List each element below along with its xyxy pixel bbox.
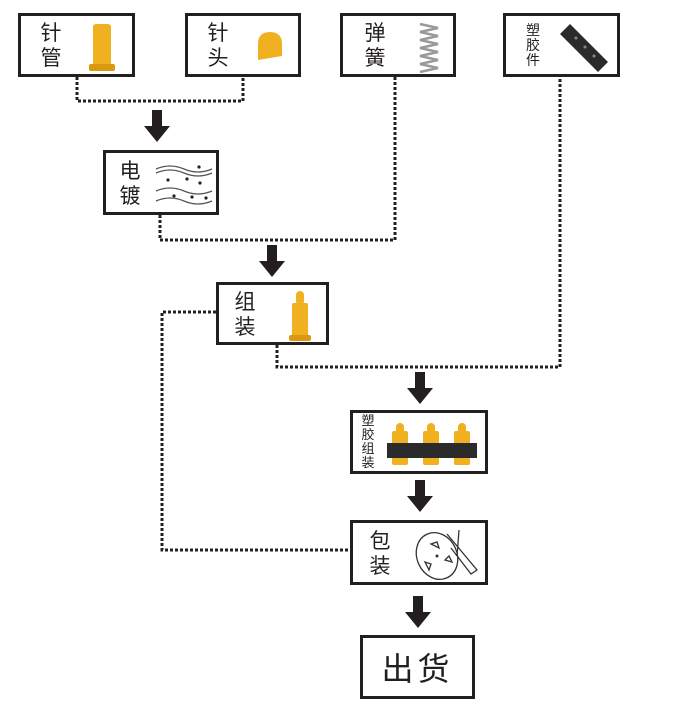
node-label: 塑胶件 <box>526 23 540 69</box>
pin-tube-icon <box>89 24 115 71</box>
pogo-pin-array-icon <box>387 423 477 465</box>
node-assembly: 组装 <box>216 282 329 345</box>
pogo-pin-icon <box>289 291 311 341</box>
plating-waves-icon <box>155 165 213 205</box>
node-label: 针管 <box>40 21 62 70</box>
node-plating: 电镀 <box>103 150 219 215</box>
node-label: 包装 <box>369 529 391 578</box>
spring-icon <box>419 22 439 74</box>
node-label: 电镀 <box>119 159 141 208</box>
node-spring: 弹簧 <box>340 13 456 77</box>
node-shipping: 出货 <box>360 635 475 699</box>
connector-assembly-packaging <box>160 310 350 552</box>
node-pin-head: 针头 <box>185 13 301 77</box>
node-label: 针头 <box>207 21 229 70</box>
node-label: 出货 <box>381 650 454 688</box>
arrow-to-plastic-assembly <box>407 372 433 404</box>
node-plastic-assembly: 塑胶组装 <box>350 410 488 474</box>
node-label: 塑胶组装 <box>361 414 375 471</box>
connector-tube-head <box>75 77 245 103</box>
connector-plating-spring <box>158 77 397 242</box>
node-pin-tube: 针管 <box>18 13 135 77</box>
node-packaging: 包装 <box>350 520 488 585</box>
arrow-to-plating <box>144 110 170 142</box>
plastic-part-icon <box>560 24 608 72</box>
node-label: 弹簧 <box>364 21 386 70</box>
connector-assembly-plastic <box>275 77 562 369</box>
arrow-to-shipping <box>405 596 431 628</box>
pin-head-icon <box>258 32 282 60</box>
arrow-to-assembly <box>259 245 285 277</box>
node-plastic-part: 塑胶件 <box>503 13 620 77</box>
arrow-to-packaging <box>407 480 433 512</box>
node-label: 组装 <box>234 290 256 339</box>
tape-reel-icon <box>415 529 478 580</box>
